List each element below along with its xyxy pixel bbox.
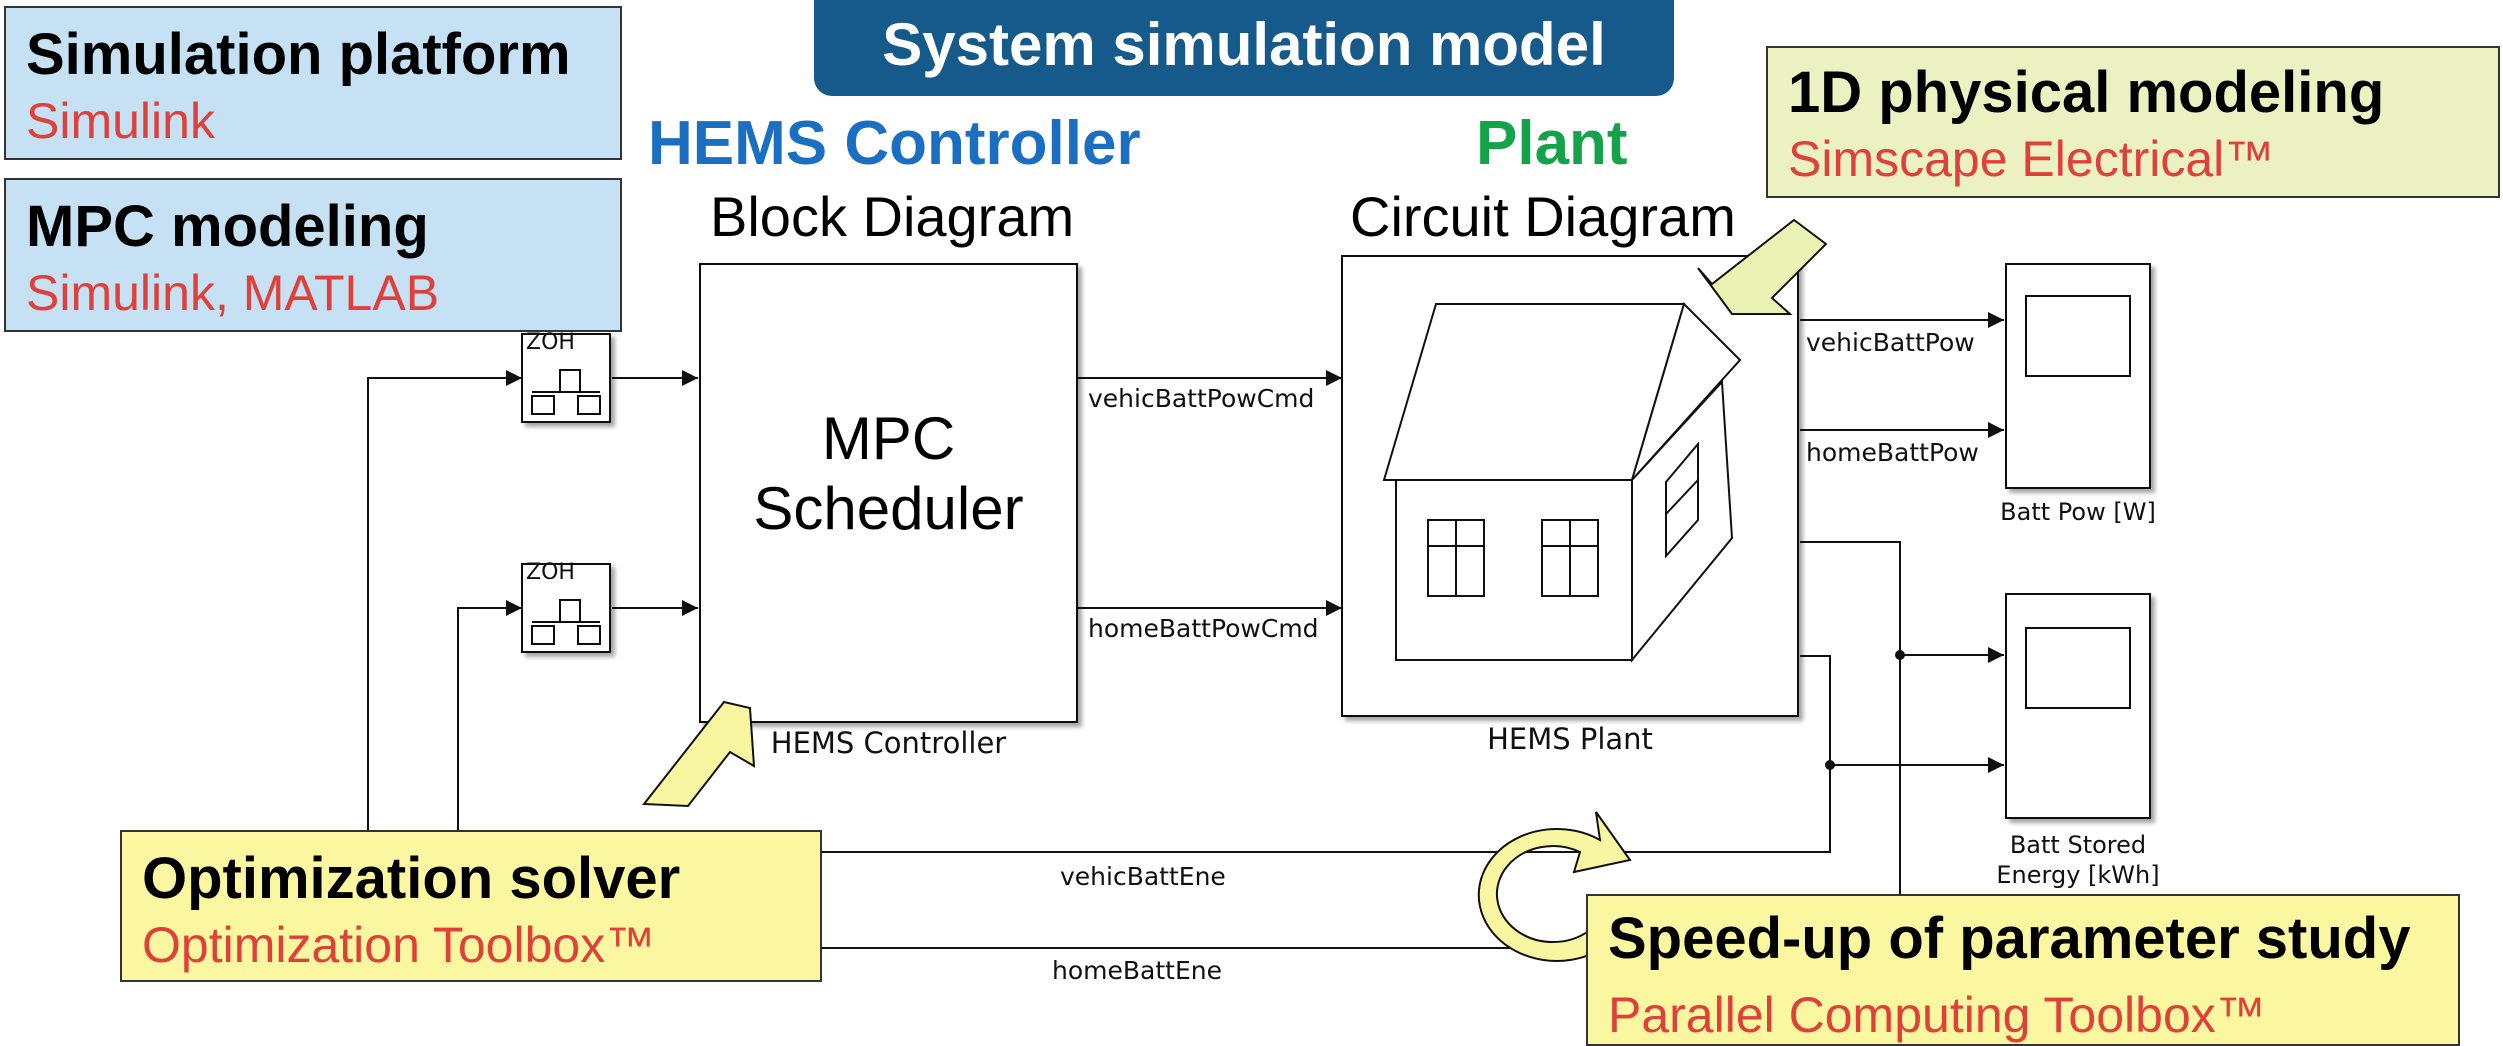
controller-heading: HEMS Controller <box>648 109 1141 178</box>
scope1-name: Batt Pow [W] <box>2000 498 2156 526</box>
plant-subheading: Circuit Diagram <box>1350 185 1736 248</box>
scope2-name-line2: Energy [kWh] <box>1996 861 2160 889</box>
title-banner: System simulation model <box>814 0 1674 96</box>
circular-arrow-icon <box>1477 811 1632 962</box>
controller-subheading: Block Diagram <box>710 185 1075 248</box>
scope2-name-line1: Batt Stored <box>2009 831 2147 859</box>
mpc-label: MPC <box>821 405 956 472</box>
mpc-block-text: MPC Scheduler <box>700 404 1077 544</box>
scope-block-batt-energy[interactable] <box>2005 593 2151 819</box>
hems-plant-block[interactable] <box>1341 255 1799 717</box>
callout-mpc-modeling: MPC modeling Simulink, MATLAB <box>4 178 622 332</box>
line-feed-zoh2 <box>457 600 522 852</box>
callout-sub: Simscape Electrical™ <box>1788 130 2275 187</box>
scope2-name: Batt Stored Energy [kWh] <box>1966 830 2190 890</box>
callout-heading: Optimization solver <box>142 846 681 911</box>
callout-heading: 1D physical modeling <box>1788 60 2385 125</box>
callout-heading: Simulation platform <box>26 22 571 87</box>
arrow-to-mpc-icon <box>642 700 756 808</box>
house-icon <box>1382 302 1742 663</box>
signal-label-home-cmd: homeBattPowCmd <box>1088 614 1319 643</box>
line-home-ene <box>520 541 1901 949</box>
callout-sub: Parallel Computing Toolbox™ <box>1608 986 2266 1043</box>
callout-speedup: Speed-up of parameter study Parallel Com… <box>1586 894 2460 1046</box>
callout-sub: Simulink <box>26 92 215 149</box>
junction-dot <box>1825 760 1835 770</box>
signal-label-home-pow: homeBattPow <box>1806 438 1979 467</box>
callout-heading: MPC modeling <box>26 194 429 259</box>
page-title: System simulation model <box>882 11 1606 78</box>
signal-label-vehic-cmd: vehicBattPowCmd <box>1088 384 1315 413</box>
mpc-controller-block[interactable] <box>699 263 1078 723</box>
line-vehic-ene <box>520 655 1831 853</box>
zoh-block[interactable] <box>521 333 611 423</box>
callout-sim-platform: Simulation platform Simulink <box>4 6 622 160</box>
plant-heading: Plant <box>1476 109 1628 178</box>
zoh-label: ZOH <box>526 560 575 585</box>
scheduler-label: Scheduler <box>753 475 1024 542</box>
scope-block-batt-pow[interactable] <box>2005 263 2151 489</box>
controller-block-name: HEMS Controller <box>770 726 1007 760</box>
line-feed-zoh1 <box>367 370 522 852</box>
signal-lines <box>367 312 2004 949</box>
signal-label-vehic-ene: vehicBattEne <box>1060 862 1226 891</box>
plant-block-name: HEMS Plant <box>1487 722 1653 756</box>
callout-sub: Simulink, MATLAB <box>26 264 440 321</box>
arrow-to-plant-icon <box>1697 218 1828 315</box>
signal-label-home-ene: homeBattEne <box>1052 956 1222 985</box>
zoh-block[interactable] <box>521 563 611 653</box>
junction-dot <box>1895 650 1905 660</box>
signal-label-vehic-pow: vehicBattPow <box>1806 328 1975 357</box>
callout-physical-modeling: 1D physical modeling Simscape Electrical… <box>1766 46 2500 198</box>
callout-sub: Optimization Toolbox™ <box>142 916 656 973</box>
callout-optimization: Optimization solver Optimization Toolbox… <box>120 830 822 982</box>
zoh-label: ZOH <box>526 330 575 355</box>
callout-heading: Speed-up of parameter study <box>1608 906 2411 971</box>
